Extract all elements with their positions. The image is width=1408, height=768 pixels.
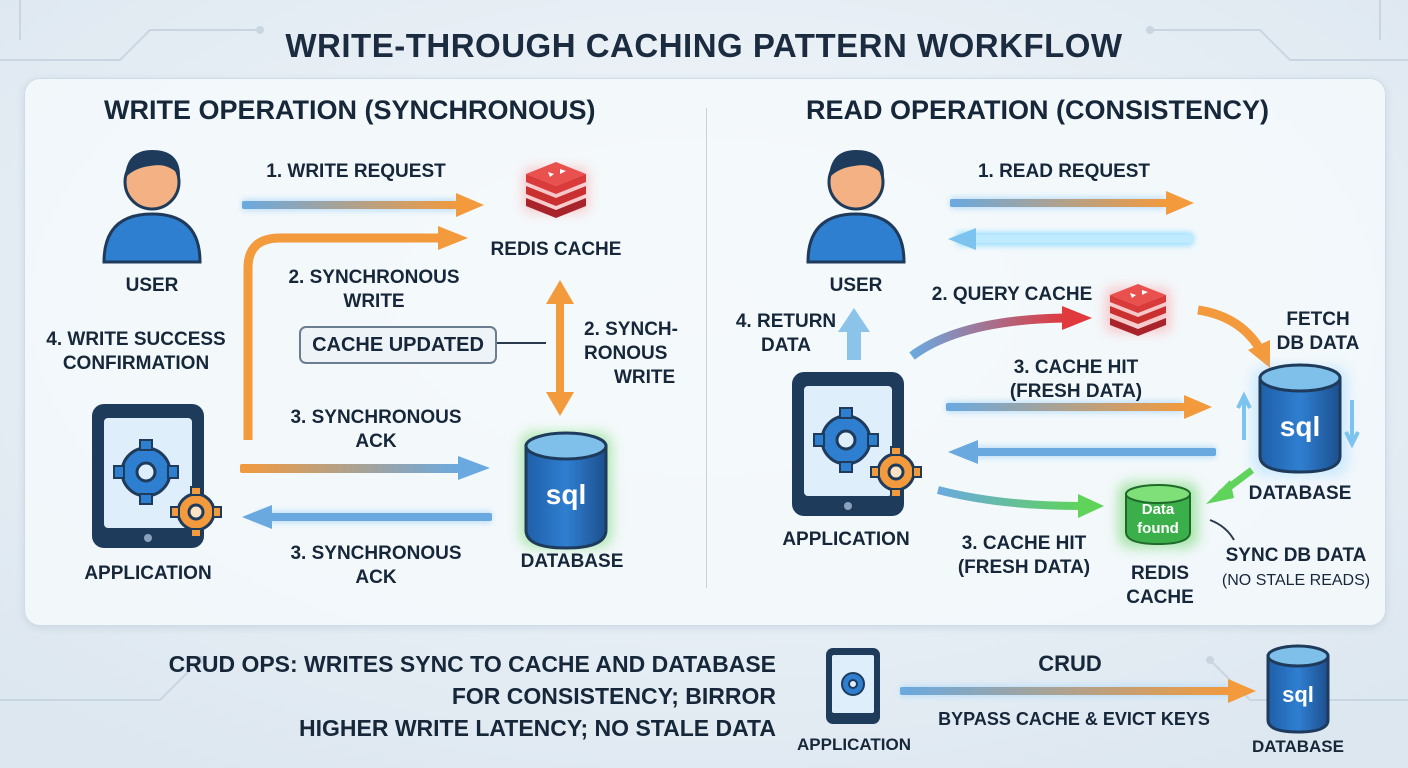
return-data-label-line1: 4. RETURN: [735, 311, 837, 332]
write-application-label: APPLICATION: [84, 563, 212, 584]
write-redis-label: REDIS CACHE: [490, 239, 622, 260]
synchronous-write-label-line2: WRITE: [343, 291, 405, 312]
cache-updated-badge: CACHE UPDATED: [299, 326, 497, 364]
cache-hit-green-arrow: [937, 486, 1104, 518]
data-found-badge: Data found: [1118, 482, 1198, 548]
crud-application-icon: [826, 648, 880, 724]
write-db-sql-text: sql: [546, 479, 586, 510]
synch-write-label-line3: WRITE: [614, 367, 676, 388]
sync-ack-label-line2: ACK: [355, 431, 397, 452]
read-db-sql-text: sql: [1280, 411, 1320, 442]
read-section-heading: READ OPERATION (CONSISTENCY): [806, 95, 1270, 125]
crud-application-label: APPLICATION: [797, 735, 911, 754]
write-user-icon: [102, 150, 202, 264]
bottom-summary-line2: FOR CONSISTENCY; BIRROR: [451, 683, 776, 709]
sync-db-arrow: [1206, 467, 1255, 504]
read-database-icon: sql: [1236, 363, 1360, 476]
write-section-heading: WRITE OPERATION (SYNCHRONOUS): [104, 95, 596, 125]
data-found-line2: found: [1137, 520, 1179, 537]
db-return-arrow: [948, 440, 1216, 464]
bypass-cache-label: BYPASS CACHE & EVICT KEYS: [938, 709, 1210, 729]
query-cache-label: 2. QUERY CACHE: [931, 284, 1093, 305]
synch-write-label-line2: RONOUS: [584, 343, 668, 364]
query-cache-arrow: [909, 306, 1092, 360]
read-database-label: DATABASE: [1248, 483, 1352, 504]
sync-ack-label-line1: 3. SYNCHRONOUS: [290, 407, 462, 428]
crud-database-icon: sql: [1266, 644, 1330, 734]
cache-hit-green-label-line2: (FRESH DATA): [957, 557, 1091, 578]
sync-connector: [1209, 519, 1235, 541]
sync-ack-return-label-line1: 3. SYNCHRONOUS: [290, 543, 462, 564]
read-redis-label-line2: CACHE: [1126, 587, 1194, 608]
ack-return-arrow: [242, 505, 492, 529]
fetch-db-label-line2: DB DATA: [1276, 333, 1360, 354]
crud-arrow: [900, 679, 1256, 703]
write-request-label: 1. WRITE REQUEST: [266, 161, 446, 182]
crud-database-label: DATABASE: [1252, 737, 1344, 756]
page-title: WRITE-THROUGH CACHING PATTERN WORKFLOW: [285, 27, 1123, 64]
fetch-db-label-line1: FETCH: [1286, 309, 1350, 330]
write-user-label: USER: [125, 275, 179, 296]
write-success-label-line1: 4. WRITE SUCCESS: [46, 329, 226, 350]
return-data-label-line2: DATA: [761, 335, 811, 356]
sync-db-data-label: SYNC DB DATA: [1225, 545, 1367, 566]
write-application-icon: [92, 404, 222, 548]
sync-ack-return-label-line2: ACK: [355, 567, 397, 588]
read-redis-label-line1: REDIS: [1130, 563, 1190, 584]
write-database-label: DATABASE: [520, 551, 624, 572]
read-application-label: APPLICATION: [782, 529, 910, 550]
read-redis-icon: [1106, 284, 1170, 336]
cache-hit-arrow: [946, 395, 1212, 419]
write-success-label-line2: CONFIRMATION: [62, 353, 210, 374]
write-database-icon: sql: [520, 431, 612, 550]
write-redis-icon: [524, 162, 588, 218]
crud-label: CRUD: [1038, 651, 1102, 676]
cache-hit-green-label-line1: 3. CACHE HIT: [961, 533, 1087, 554]
read-response-arrow: [948, 228, 1194, 250]
synchronous-write-arrow: [243, 226, 468, 440]
read-user-label: USER: [829, 275, 883, 296]
synchronous-write-label-line1: 2. SYNCHRONOUS: [288, 267, 460, 288]
fetch-db-arrow: [1197, 305, 1270, 368]
read-application-icon: [792, 372, 922, 516]
ack-to-db-arrow: [240, 456, 490, 480]
read-request-arrow: [950, 191, 1194, 215]
section-divider: [706, 108, 707, 588]
cache-hit-label-line1: 3. CACHE HIT: [1013, 357, 1139, 378]
return-data-arrow: [838, 308, 870, 360]
data-found-line1: Data: [1142, 501, 1175, 518]
bottom-summary-line3: HIGHER WRITE LATENCY; NO STALE DATA: [298, 715, 776, 741]
crud-db-sql-text: sql: [1282, 682, 1314, 707]
no-stale-reads-label: (NO STALE READS): [1221, 572, 1371, 589]
bottom-summary-line1: CRUD OPS: WRITES SYNC TO CACHE AND DATAB…: [168, 651, 776, 677]
redis-db-sync-arrow: [546, 280, 574, 416]
synch-write-label-line1: 2. SYNCH-: [584, 319, 678, 340]
cache-hit-label-line2: (FRESH DATA): [1009, 381, 1143, 402]
read-request-label: 1. READ REQUEST: [977, 161, 1151, 182]
read-user-icon: [806, 150, 906, 264]
write-request-arrow: [242, 193, 484, 217]
